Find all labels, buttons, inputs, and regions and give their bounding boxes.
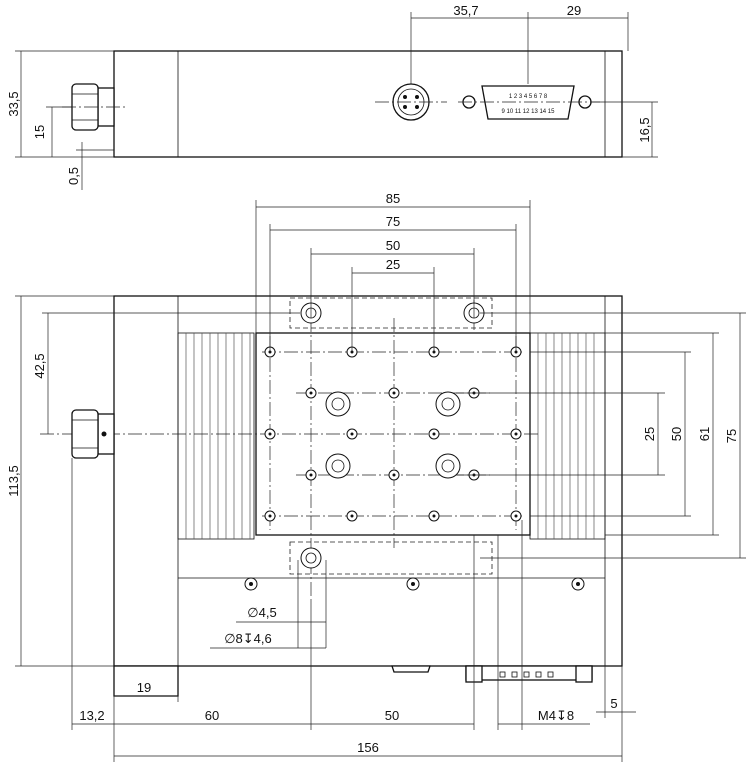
dim-61: 61 <box>697 427 712 441</box>
dim-85: 85 <box>386 191 400 206</box>
front-view: 85 75 50 25 113,5 42,5 25 <box>6 191 746 762</box>
dim-29: 29 <box>567 3 581 18</box>
dim-75-right: 75 <box>724 429 739 443</box>
dim-156: 156 <box>357 740 379 755</box>
dim-75-top: 75 <box>386 214 400 229</box>
dim-16-5: 16,5 <box>637 117 652 142</box>
body-screws <box>244 577 585 591</box>
dim-33-5: 33,5 <box>6 91 21 116</box>
dim-5: 5 <box>610 696 617 711</box>
carriage-holes <box>264 346 522 522</box>
dim-0-5: 0,5 <box>66 167 81 185</box>
guide-fins-left <box>177 332 255 540</box>
side-connector <box>62 83 128 131</box>
dim-15: 15 <box>32 125 47 139</box>
top-view: 1 2 3 4 5 6 7 8 9 10 11 12 13 14 15 35,7… <box>6 3 658 190</box>
front-view-dimensions: 85 75 50 25 113,5 42,5 25 <box>6 191 746 762</box>
bottom-connector <box>391 665 593 683</box>
dim-60: 60 <box>205 708 219 723</box>
dim-25-right: 25 <box>642 427 657 441</box>
connector-pins-top: 1 2 3 4 5 6 7 8 <box>509 94 548 100</box>
top-view-dimensions: 35,7 29 33,5 15 0,5 16,5 <box>6 3 658 190</box>
callout-hole-dia: ∅4,5 <box>247 605 276 620</box>
dsub-connector: 1 2 3 4 5 6 7 8 9 10 11 12 13 14 15 <box>458 85 600 120</box>
side-connector-front <box>71 409 115 459</box>
guide-fins-right <box>529 332 606 540</box>
dim-19: 19 <box>137 680 151 695</box>
callout-thread: M4↧8 <box>538 708 574 723</box>
dim-50-bottom: 50 <box>385 708 399 723</box>
dim-50-top: 50 <box>386 238 400 253</box>
dim-113-5: 113,5 <box>6 465 21 497</box>
callout-counterbore: ∅8↧4,6 <box>224 631 272 646</box>
dim-13-2: 13,2 <box>79 708 104 723</box>
round-connector <box>375 83 447 121</box>
connector-pins-bottom: 9 10 11 12 13 14 15 <box>502 109 556 115</box>
dim-25-top: 25 <box>386 257 400 272</box>
dim-50-right: 50 <box>669 427 684 441</box>
motor-flange <box>113 665 179 697</box>
dim-42-5: 42,5 <box>32 353 47 378</box>
dim-35-7: 35,7 <box>453 3 478 18</box>
torx-screws <box>325 391 461 479</box>
